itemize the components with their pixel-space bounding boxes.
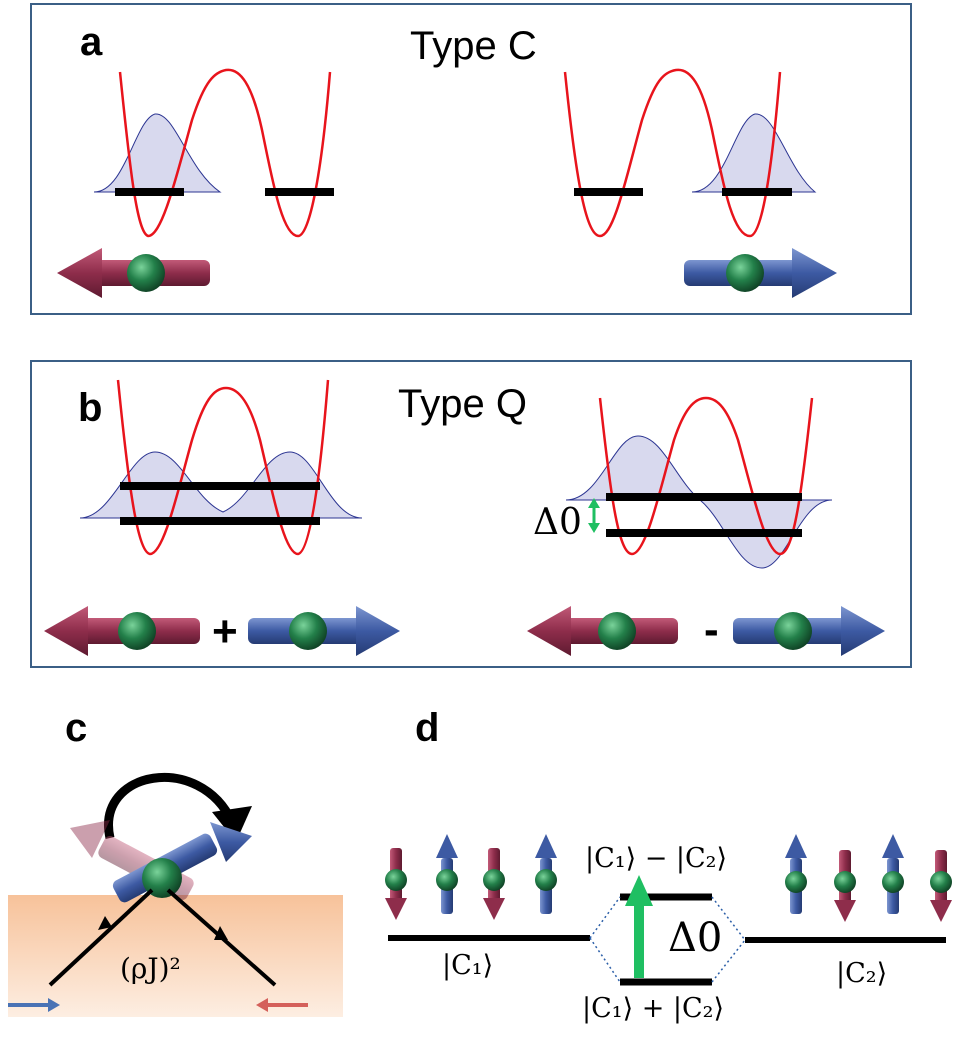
- coupling-label: (ρJ)²: [120, 952, 181, 985]
- panel-b: [44, 379, 885, 656]
- spin-arrow-tilted: [112, 822, 252, 903]
- incoming-spin-arrow: [8, 998, 60, 1012]
- panel-d: [385, 834, 952, 986]
- substrate: [8, 895, 343, 1017]
- electron-path-in: [48, 888, 154, 987]
- spin-arrow-right: [684, 248, 837, 298]
- wavefunction-symmetric: [79, 451, 363, 519]
- potential-curve: [598, 396, 814, 556]
- spin-arrow-left-b1: [44, 606, 200, 656]
- panel-label-d: d: [415, 706, 440, 750]
- state-lower-label: |C₁⟩ + |C₂⟩: [582, 993, 725, 1024]
- outgoing-spin-arrow: [256, 998, 308, 1012]
- panel-label-b: b: [78, 386, 103, 430]
- panel-label-c: c: [65, 706, 88, 750]
- spin-down: [483, 848, 505, 920]
- potential-curve: [563, 68, 782, 238]
- tunnel-gap-label-d: Δ0: [668, 915, 723, 961]
- state-upper-label: |C₁⟩ − |C₂⟩: [585, 843, 728, 874]
- double-well-symmetric: [79, 379, 363, 556]
- spin-arrow-right-b1: [248, 606, 400, 656]
- spin-down: [385, 848, 407, 920]
- panel-title-a: Type C: [410, 24, 537, 68]
- tunnel-excitation-arrow: [625, 875, 653, 978]
- double-well-left: [93, 68, 334, 238]
- panel-c: [8, 772, 343, 1017]
- potential-curve: [118, 68, 332, 238]
- double-well-right: [563, 68, 817, 238]
- plus-sign: +: [212, 607, 238, 656]
- electron-path-out: [166, 888, 277, 987]
- tunnel-gap-label-b: Δ0: [533, 502, 582, 543]
- panel-b-frame: [30, 360, 912, 668]
- spin-down: [930, 850, 952, 922]
- level-connectors: [589, 896, 746, 983]
- wavefunction-left-localized: [93, 113, 222, 193]
- wavefunction-right-localized: [691, 113, 817, 193]
- spin-up: [785, 834, 807, 914]
- spin-flip-arrowhead: [212, 806, 252, 842]
- double-well-antisymmetric: [565, 396, 833, 569]
- state-left-label: |C₁⟩: [442, 950, 494, 981]
- panel-label-a: a: [80, 20, 103, 64]
- panel-a-frame: [30, 3, 912, 315]
- spin-arrow-right-b2: [733, 606, 885, 656]
- panel-a: [57, 68, 837, 298]
- spin-up: [436, 834, 458, 914]
- spin-chain-left: [385, 834, 557, 920]
- spin-up: [882, 834, 904, 914]
- minus-sign: -: [704, 605, 719, 654]
- panel-title-b: Type Q: [398, 382, 527, 426]
- tunnel-gap-arrow: [588, 498, 600, 533]
- spin-flip-arrow: [104, 772, 237, 839]
- spin-arrow-left-b2: [527, 606, 678, 656]
- spin-chain-right: [785, 834, 952, 922]
- spin-up: [535, 834, 557, 914]
- state-right-label: |C₂⟩: [836, 958, 888, 989]
- spin-down: [834, 850, 856, 922]
- spin-arrow-left: [57, 248, 210, 298]
- potential-curve: [116, 379, 330, 556]
